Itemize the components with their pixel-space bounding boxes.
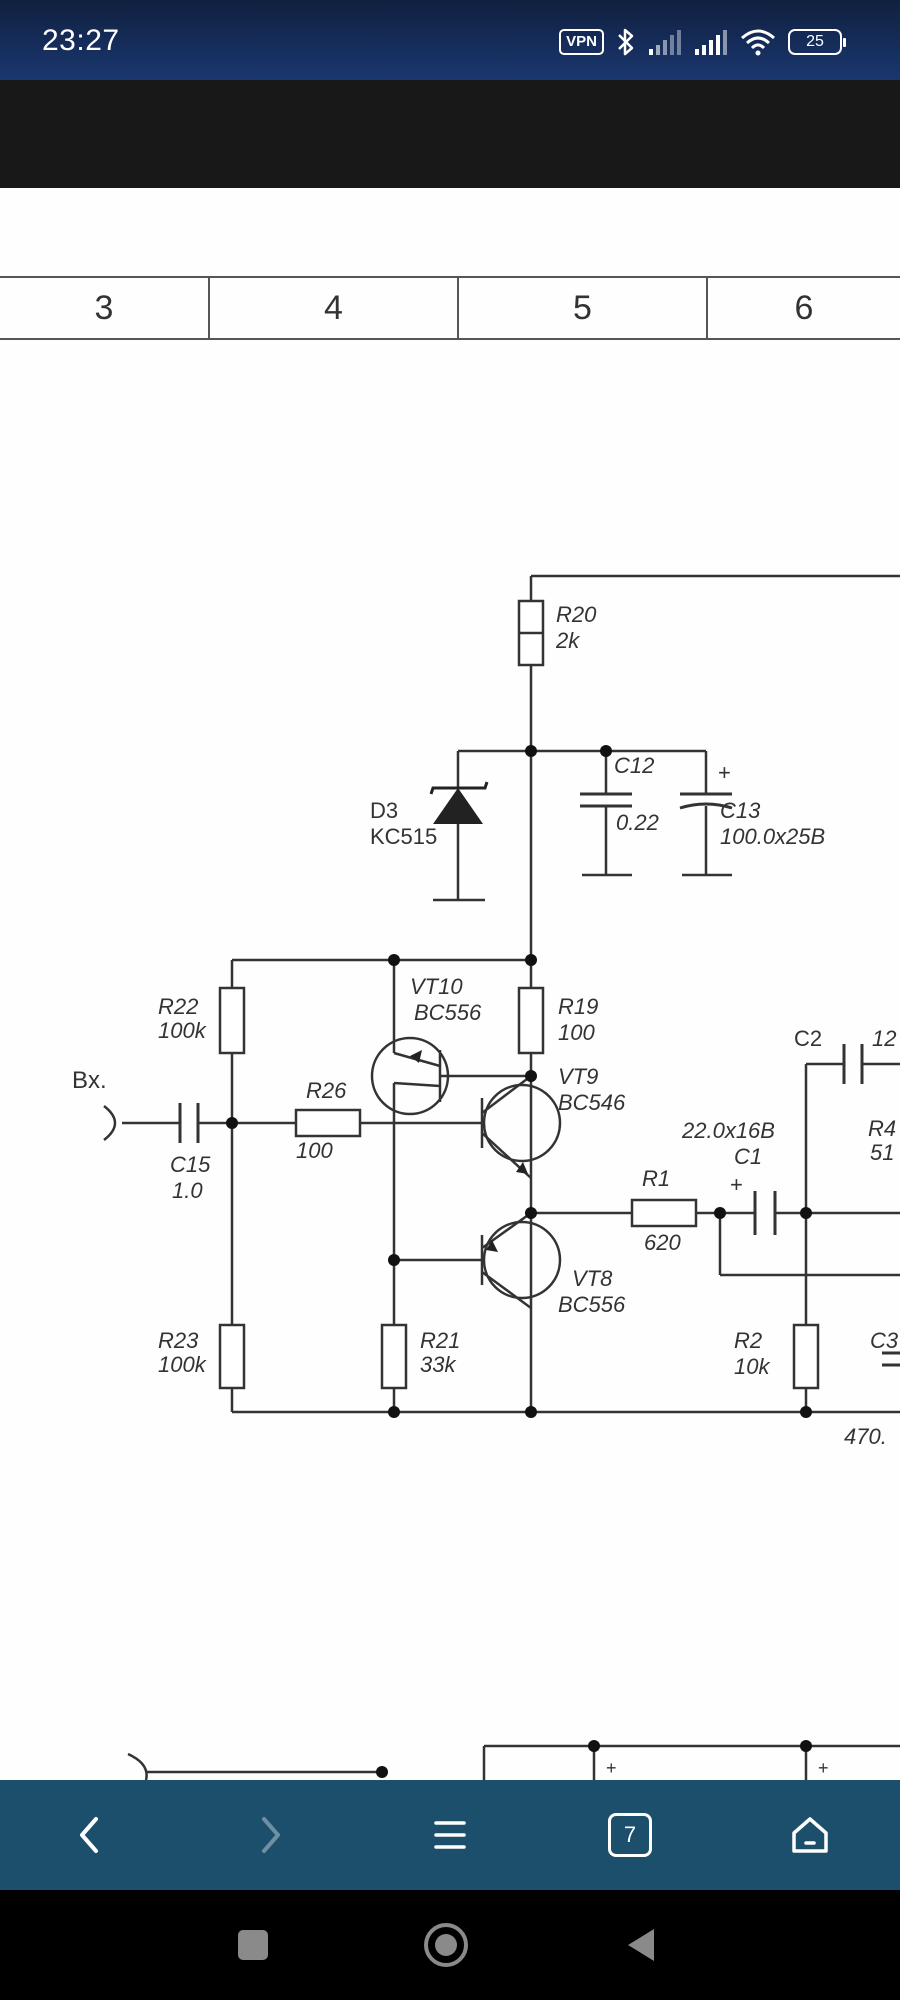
label: R19 — [558, 994, 598, 1019]
column-number: 3 — [0, 278, 210, 338]
column-number: 6 — [794, 289, 814, 327]
forward-icon — [262, 1817, 280, 1853]
recent-apps-button[interactable] — [213, 1910, 293, 1980]
label: 470. — [844, 1424, 887, 1449]
label: 12 — [872, 1026, 896, 1051]
transistors — [370, 1036, 562, 1310]
label: VT9 — [558, 1064, 598, 1089]
status-icons: VPN 25 — [559, 22, 846, 62]
label: R1 — [642, 1166, 670, 1191]
page-content[interactable]: 3 4 5 6 — [0, 188, 900, 1780]
label: C15 — [170, 1152, 211, 1177]
status-time: 23:27 — [42, 24, 120, 57]
label: KC515 — [370, 824, 437, 849]
label: VT10 — [410, 974, 463, 999]
label: 100.0x25B — [720, 824, 825, 849]
column-header: 3 4 5 6 — [0, 276, 900, 340]
capacitors — [178, 792, 900, 1367]
signal-icon — [695, 30, 727, 55]
system-back-button[interactable] — [600, 1910, 680, 1980]
input-jack-icon — [103, 1105, 117, 1141]
column-number: 4 — [210, 278, 459, 338]
back-button[interactable] — [50, 1795, 130, 1875]
system-home-button[interactable] — [406, 1910, 486, 1980]
tab-count: 7 — [623, 1822, 637, 1847]
label: R26 — [306, 1078, 347, 1103]
label: C3 — [870, 1328, 899, 1353]
home-icon — [792, 1817, 828, 1853]
label: 100 — [558, 1020, 595, 1045]
label: R2 — [734, 1328, 762, 1353]
signal-icon — [649, 30, 681, 55]
label: 22.0x16B — [681, 1118, 775, 1143]
bluetooth-icon — [618, 28, 634, 56]
column-number: 5 — [459, 278, 708, 338]
label: 33k — [420, 1352, 456, 1377]
component-labels: R20 2k C12 0.22 + C13 100.0x25B D3 KC515… — [72, 602, 899, 1778]
label: 100 — [296, 1138, 333, 1163]
browser-top-bar — [0, 80, 900, 188]
wires — [122, 574, 900, 1780]
label: VT8 — [572, 1266, 613, 1291]
label: R23 — [158, 1328, 199, 1353]
input-label: Bx. — [72, 1067, 107, 1094]
label: + — [730, 1172, 743, 1197]
label: 100k — [158, 1352, 207, 1377]
home-circle-icon — [424, 1923, 468, 1967]
system-nav-bar — [0, 1890, 900, 2000]
label: R22 — [158, 994, 198, 1019]
label: 620 — [644, 1230, 681, 1255]
wifi-icon — [741, 29, 775, 56]
label: C13 — [720, 798, 761, 823]
label: 51 — [870, 1140, 894, 1165]
menu-icon — [434, 1821, 466, 1849]
transistor-arrows — [410, 1050, 528, 1252]
label: 100k — [158, 1018, 207, 1043]
label: + — [718, 760, 731, 785]
label: C1 — [734, 1144, 762, 1169]
system-back-icon — [628, 1929, 654, 1961]
tabs-icon: 7 — [608, 1813, 652, 1857]
label: D3 — [370, 798, 398, 823]
forward-button[interactable] — [230, 1795, 310, 1875]
zener-diode-icon — [429, 781, 489, 824]
label: BC556 — [558, 1292, 626, 1317]
menu-button[interactable] — [410, 1795, 490, 1875]
label: 1.0 — [172, 1178, 203, 1203]
label: R21 — [420, 1328, 460, 1353]
label: C2 — [794, 1026, 822, 1051]
resistors — [218, 599, 820, 1390]
label: BC546 — [558, 1090, 626, 1115]
label: BC556 — [414, 1000, 482, 1025]
browser-nav-bar: 7 — [0, 1780, 900, 1890]
label: 2k — [555, 628, 580, 653]
vpn-icon: VPN — [559, 29, 604, 55]
status-bar: 23:27 VPN 25 — [0, 0, 900, 80]
junctions — [226, 745, 812, 1778]
label: 0.22 — [616, 810, 659, 835]
battery-icon: 25 — [788, 29, 846, 55]
label: C12 — [614, 753, 654, 778]
recent-apps-icon — [238, 1930, 268, 1960]
label: R20 — [556, 602, 597, 627]
tabs-button[interactable]: 7 — [590, 1795, 670, 1875]
label: 10k — [734, 1354, 770, 1379]
label: R4 — [868, 1116, 896, 1141]
label: + — [818, 1758, 829, 1778]
back-icon — [80, 1817, 98, 1853]
circuit-schematic: R20 2k C12 0.22 + C13 100.0x25B D3 KC515… — [72, 574, 900, 1780]
label: + — [606, 1758, 617, 1778]
home-button[interactable] — [770, 1795, 850, 1875]
